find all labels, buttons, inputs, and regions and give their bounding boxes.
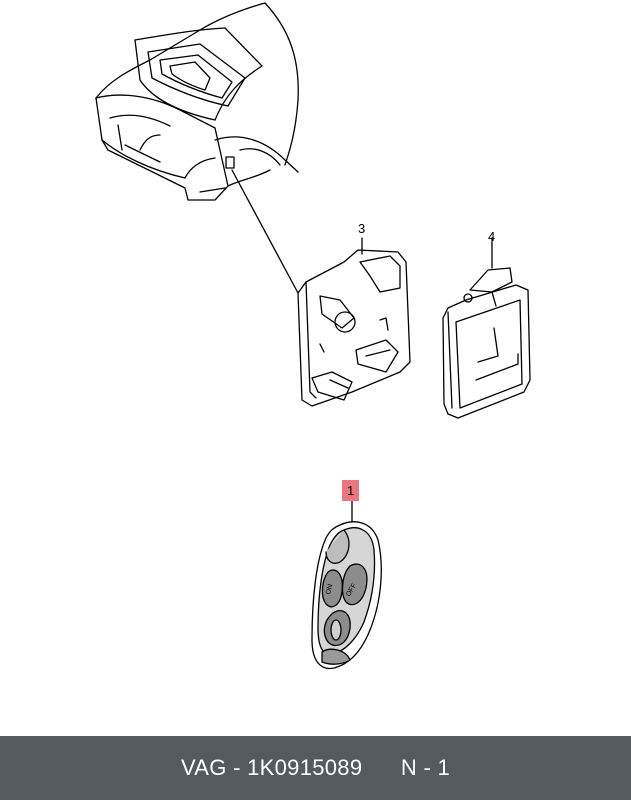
leader-line-car (231, 169, 299, 294)
car-rear-illustration (95, 2, 299, 201)
part-info-footer: VAG - 1K0915089 N - 1 (0, 736, 631, 800)
separator: - (226, 755, 248, 780)
remote-on-button-label: ON (325, 583, 334, 595)
callout-label-1: 1 (342, 480, 360, 501)
spacer (362, 755, 400, 781)
callout-label-4: 4 (488, 229, 496, 244)
part-number: 1K0915089 (247, 755, 363, 780)
part-3-bracket (297, 237, 411, 407)
part-1-remote-key: ON OFF (311, 499, 382, 670)
brand-label: VAG (180, 755, 227, 780)
parts-diagram: ON OFF (95, 2, 531, 670)
quantity-label: N - 1 (400, 755, 451, 780)
part-4-module (442, 237, 531, 419)
callout-label-3: 3 (358, 221, 366, 236)
